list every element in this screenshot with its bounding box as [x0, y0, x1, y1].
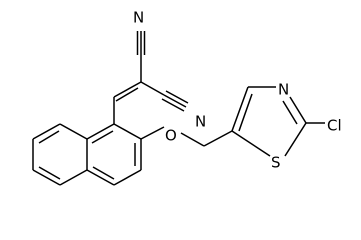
naph-bond-1: [113, 123, 142, 140]
thiazole-bond-n-c2-inner: [282, 100, 298, 125]
triple-bond-side-c: [165, 90, 189, 104]
bond-ch2-thiazole: [203, 130, 233, 147]
thiazole-bond-c2-s: [284, 122, 307, 157]
thiazole-bond-s-c5: [231, 130, 271, 157]
naph-bond-3: [113, 169, 142, 186]
thiazole-bond-c5-c4-inner: [238, 93, 253, 132]
naph-bond-10-inner: [38, 166, 61, 180]
naph-bond-4: [86, 169, 115, 186]
naph-bond-11: [59, 169, 88, 186]
naph-bond-8-inner: [38, 130, 60, 144]
atom-n-side: N: [195, 113, 206, 131]
naphthalene-ring: [32, 123, 142, 186]
atom-thiazole-n: N: [278, 81, 289, 99]
triple-bond-side-b: [163, 94, 187, 108]
naph-bond-6: [86, 123, 115, 140]
ether-linkage: [140, 126, 233, 147]
nitrile-side: [140, 81, 189, 112]
naph-bond-6-inner: [91, 130, 114, 144]
atom-oxygen: O: [165, 127, 177, 145]
nitrile-top: [136, 31, 146, 82]
triple-bond-side-a: [161, 98, 185, 112]
thiazole-bond-c5-c4: [231, 86, 249, 132]
atom-n-top: N: [133, 9, 144, 27]
naph-bond-10: [32, 169, 61, 186]
naph-bond-7: [59, 123, 88, 140]
chemical-structure: N N O N S Cl: [32, 9, 342, 186]
naph-bond-8: [32, 123, 61, 140]
atom-sulfur: S: [271, 154, 281, 172]
bond-naph-o: [140, 126, 165, 140]
naph-bond-4-inner: [92, 166, 115, 180]
atom-chlorine: Cl: [327, 117, 342, 135]
thiazole-ring: [231, 86, 325, 157]
vinyl-bond-a: [113, 81, 142, 98]
thiazole-bond-n-c2: [289, 96, 307, 124]
vinyl-bond-b: [115, 87, 139, 102]
vinyl-double-bond: [113, 81, 142, 124]
bond-o-ch2: [180, 132, 205, 147]
bond-c-cn-side: [140, 81, 165, 96]
